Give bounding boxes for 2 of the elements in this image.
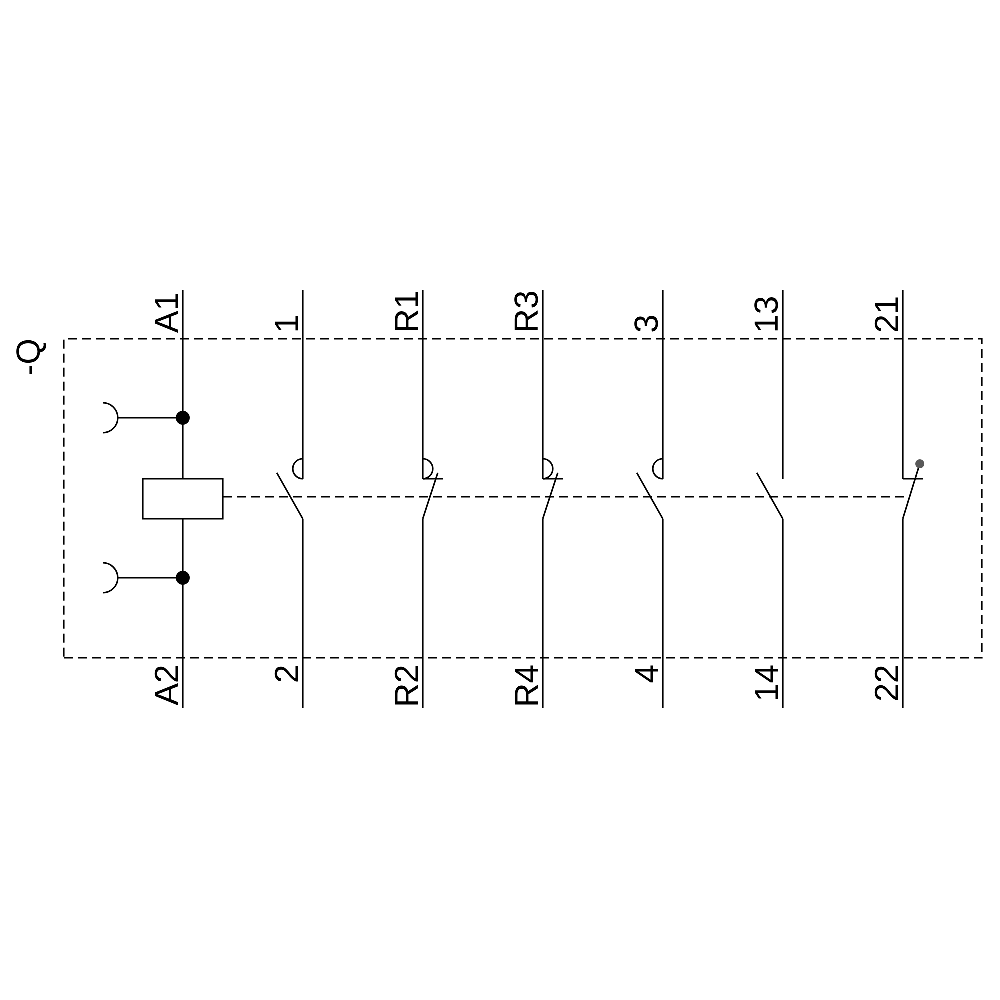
dashed-enclosure: -Q [16, 338, 983, 659]
node-label: -Q [16, 340, 46, 374]
